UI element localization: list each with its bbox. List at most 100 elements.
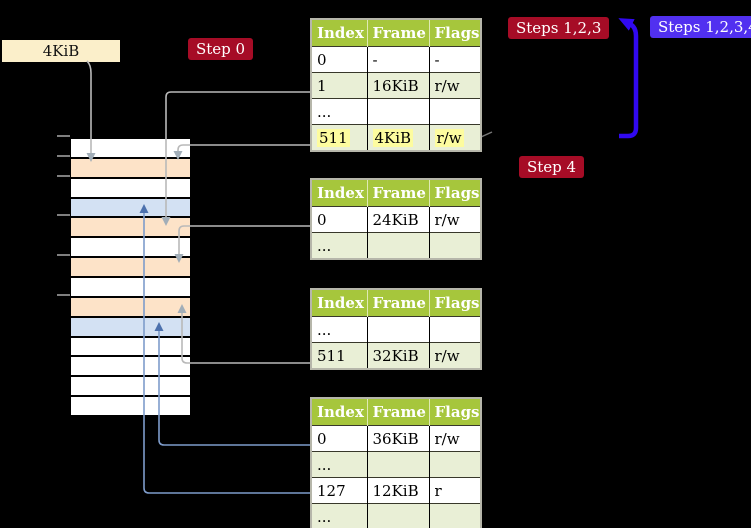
recursive-loop-arrow xyxy=(618,18,639,139)
table-row: 511 32KiB r/w xyxy=(311,342,481,369)
cell-flags: r/w xyxy=(429,124,481,151)
address-tick xyxy=(57,214,70,217)
cell-index: ... xyxy=(311,503,368,528)
table-row: 0 24KiB r/w xyxy=(311,206,481,233)
page-table-1: Index Frame Flags 0 - - 1 16KiB r/w ... … xyxy=(310,18,482,152)
step4-badge: Step 4 xyxy=(519,156,585,178)
cell-frame xyxy=(367,451,430,478)
column-header: Frame xyxy=(367,398,430,426)
step0-badge: Step 0 xyxy=(188,38,254,60)
column-header: Index xyxy=(311,19,368,47)
highlighted-value: 4KiB xyxy=(372,128,414,147)
memory-frame-row xyxy=(71,397,190,418)
memory-frame-row xyxy=(71,218,190,239)
column-header: Index xyxy=(311,398,368,426)
cell-frame: 36KiB xyxy=(367,425,430,452)
address-tick xyxy=(57,174,70,177)
memory-frame-row xyxy=(71,377,190,398)
cell-frame: 32KiB xyxy=(367,342,430,369)
highlighted-value: r/w xyxy=(434,128,464,147)
cell-index: 0 xyxy=(311,206,368,233)
cell-frame: 24KiB xyxy=(367,206,430,233)
address-tick xyxy=(57,135,70,137)
highlighted-value: 511 xyxy=(317,128,350,147)
column-header: Frame xyxy=(367,289,430,317)
table1-recursive-stub-line xyxy=(480,131,493,138)
cell-frame xyxy=(367,98,430,125)
memory-frame-row xyxy=(71,337,190,358)
cell-flags xyxy=(429,98,481,125)
cell-index: 127 xyxy=(311,477,368,504)
cell-frame xyxy=(367,232,430,259)
cell-frame: 16KiB xyxy=(367,72,430,99)
cell-flags: r/w xyxy=(429,342,481,369)
column-header: Index xyxy=(311,179,368,207)
column-header: Index xyxy=(311,289,368,317)
address-ticks xyxy=(57,135,70,417)
cell-flags: r/w xyxy=(429,206,481,233)
memory-frame-row xyxy=(71,357,190,378)
table-header-row: Index Frame Flags xyxy=(311,398,481,426)
cell-frame: - xyxy=(367,46,430,73)
memory-frame-row xyxy=(71,238,190,259)
cell-flags: r/w xyxy=(429,72,481,99)
table-header-row: Index Frame Flags xyxy=(311,19,481,47)
cell-index: ... xyxy=(311,232,368,259)
cell-frame xyxy=(367,503,430,528)
memory-frame-row xyxy=(71,139,190,159)
table-row: 127 12KiB r xyxy=(311,477,481,504)
table-row: 1 16KiB r/w xyxy=(311,72,481,99)
cell-index: ... xyxy=(311,98,368,125)
column-header: Flags xyxy=(429,19,481,47)
table-header-row: Index Frame Flags xyxy=(311,289,481,317)
cell-index: 511 xyxy=(311,342,368,369)
table-row: ... xyxy=(311,98,481,125)
steps1234-badge: Steps 1,2,3,4 xyxy=(650,16,751,38)
cell-flags xyxy=(429,503,481,528)
cell-flags xyxy=(429,232,481,259)
address-tick xyxy=(57,154,70,157)
column-header: Frame xyxy=(367,179,430,207)
memory-frame-row xyxy=(71,258,190,279)
cell-index: 0 xyxy=(311,46,368,73)
column-header: Flags xyxy=(429,289,481,317)
address-tick xyxy=(57,293,70,296)
memory-frame-row xyxy=(71,297,190,318)
cell-index: ... xyxy=(311,316,368,343)
frame-size-label: 4KiB xyxy=(2,40,120,62)
cell-index: 0 xyxy=(311,425,368,452)
table-row-recursive-entry: 511 4KiB r/w xyxy=(311,124,481,151)
cell-flags xyxy=(429,451,481,478)
memory-frame-row xyxy=(71,158,190,179)
cell-index: ... xyxy=(311,451,368,478)
cell-flags xyxy=(429,316,481,343)
page-table-2: Index Frame Flags 0 24KiB r/w ... xyxy=(310,178,482,260)
memory-frame-row xyxy=(71,178,190,199)
steps123-badge: Steps 1,2,3 xyxy=(508,17,610,39)
physical-memory-column xyxy=(71,137,190,418)
cell-index: 511 xyxy=(311,124,368,151)
table-row: ... xyxy=(311,232,481,259)
cell-frame xyxy=(367,316,430,343)
column-header: Flags xyxy=(429,398,481,426)
table-row: 0 - - xyxy=(311,46,481,73)
table-row: ... xyxy=(311,316,481,343)
address-tick xyxy=(57,254,70,257)
cell-flags: - xyxy=(429,46,481,73)
cell-flags: r xyxy=(429,477,481,504)
cell-flags: r/w xyxy=(429,425,481,452)
memory-frame-row xyxy=(71,278,190,298)
memory-frame-row xyxy=(71,317,190,338)
table-row: 0 36KiB r/w xyxy=(311,425,481,452)
page-table-3: Index Frame Flags ... 511 32KiB r/w xyxy=(310,288,482,370)
cell-frame: 12KiB xyxy=(367,477,430,504)
page-table-4: Index Frame Flags 0 36KiB r/w ... 127 12… xyxy=(310,397,482,528)
cell-index: 1 xyxy=(311,72,368,99)
memory-frame-row xyxy=(71,198,190,219)
column-header: Flags xyxy=(429,179,481,207)
table-header-row: Index Frame Flags xyxy=(311,179,481,207)
table-row: ... xyxy=(311,451,481,478)
cell-frame: 4KiB xyxy=(367,124,430,151)
table-row: ... xyxy=(311,503,481,528)
